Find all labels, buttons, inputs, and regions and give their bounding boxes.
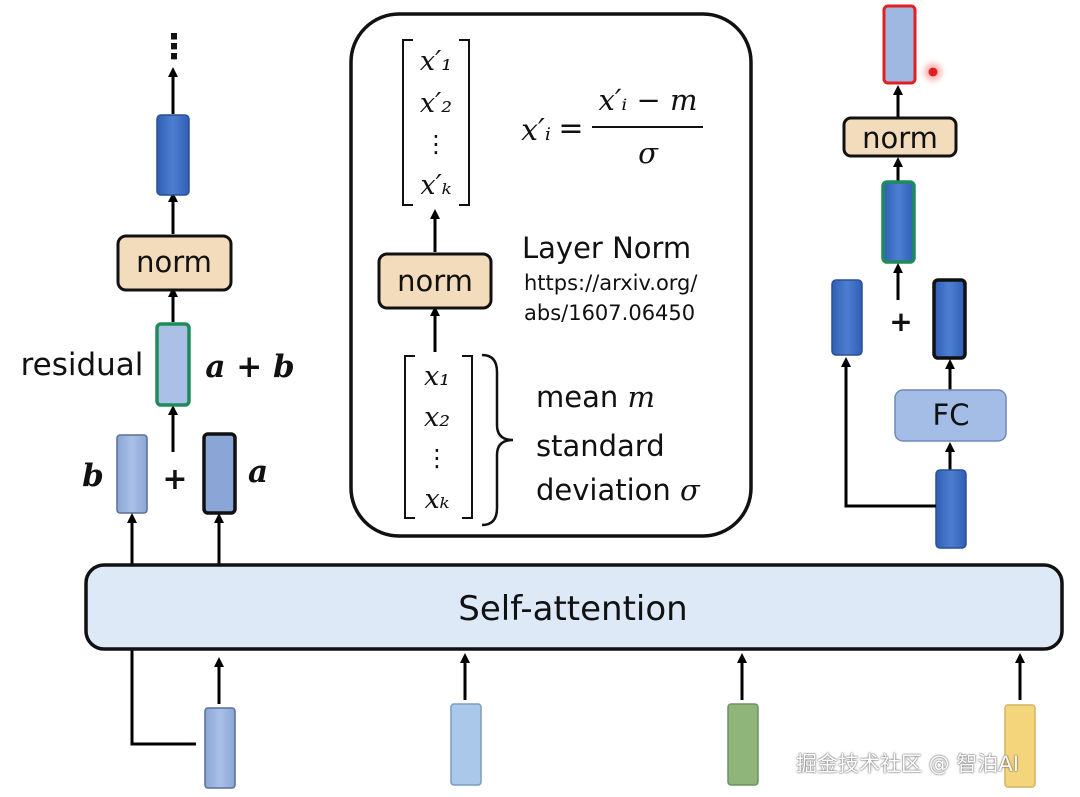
fc-label: FC xyxy=(933,398,970,432)
a-label: a xyxy=(248,454,268,490)
input-element-2: x₂ xyxy=(424,402,450,433)
a-plus-b-label: a + b xyxy=(205,349,294,385)
left-residual-block: ⋮ norm residual a + b b + a xyxy=(21,27,295,746)
paper-url-line1: https://arxiv.org/ xyxy=(524,271,698,295)
self-attention-label: Self-attention xyxy=(458,589,687,629)
input-vector-2 xyxy=(450,703,482,786)
fc-residual-vector xyxy=(881,180,916,264)
input-vector-4 xyxy=(1004,704,1036,788)
output-element-k: x′ₖ xyxy=(420,170,451,201)
output-vector xyxy=(156,114,190,196)
vector-a xyxy=(202,432,237,515)
right-skip-vector xyxy=(831,279,863,356)
norm-box-center xyxy=(377,252,493,310)
mean-label: mean m xyxy=(536,380,655,414)
input-vector-3 xyxy=(727,703,759,786)
highlight-dot xyxy=(928,67,938,77)
plus-sign-right: + xyxy=(889,305,912,338)
plus-sign-left: + xyxy=(162,462,187,497)
right-fc-block: norm + FC xyxy=(831,4,1007,549)
fc-box xyxy=(894,389,1007,442)
continuation-dots: ⋮ xyxy=(157,27,191,67)
norm-box-left xyxy=(116,234,233,292)
deviation-label: deviation σ xyxy=(536,473,701,507)
input-element-k: xₖ xyxy=(424,484,449,515)
paper-url-line2: abs/1607.06450 xyxy=(524,301,695,325)
input-vector-1 xyxy=(204,707,236,789)
output-element-2: x′₂ xyxy=(420,88,452,119)
b-label: b xyxy=(82,458,104,494)
statistics-brace xyxy=(481,353,514,527)
final-output-vector xyxy=(882,4,917,85)
fc-input-vector xyxy=(935,469,967,549)
norm-box-right xyxy=(842,116,958,158)
norm-label-left: norm xyxy=(136,245,212,279)
watermark-text: 掘金技术社区 @ 智泊AI xyxy=(796,752,1019,776)
layer-norm-panel: x′₁ x′₂ ⋮ x′ₖ x′ᵢ = x′ᵢ − m σ norm Layer… xyxy=(349,12,753,538)
norm-label-center: norm xyxy=(397,264,473,298)
standard-label: standard xyxy=(536,429,665,463)
norm-label-right: norm xyxy=(862,121,938,155)
residual-sum-vector xyxy=(155,322,191,407)
self-attention-block: Self-attention xyxy=(84,563,1064,651)
input-element-dots: ⋮ xyxy=(425,444,449,472)
formula-numerator: x′ᵢ − m xyxy=(598,83,697,117)
input-vectors xyxy=(204,653,1036,789)
layer-norm-title: Layer Norm xyxy=(522,231,691,265)
input-element-1: x₁ xyxy=(424,361,450,392)
self-attention-box xyxy=(84,563,1064,651)
fc-output-vector xyxy=(932,278,967,360)
formula-lhs: x′ᵢ xyxy=(521,113,551,148)
output-element-1: x′₁ xyxy=(420,46,452,77)
formula-denominator: σ xyxy=(638,136,659,170)
output-element-dots: ⋮ xyxy=(424,130,448,158)
vector-b xyxy=(116,434,148,514)
residual-label: residual xyxy=(21,347,144,383)
layer-norm-panel-border xyxy=(349,12,753,538)
formula-equals: = xyxy=(558,111,583,146)
